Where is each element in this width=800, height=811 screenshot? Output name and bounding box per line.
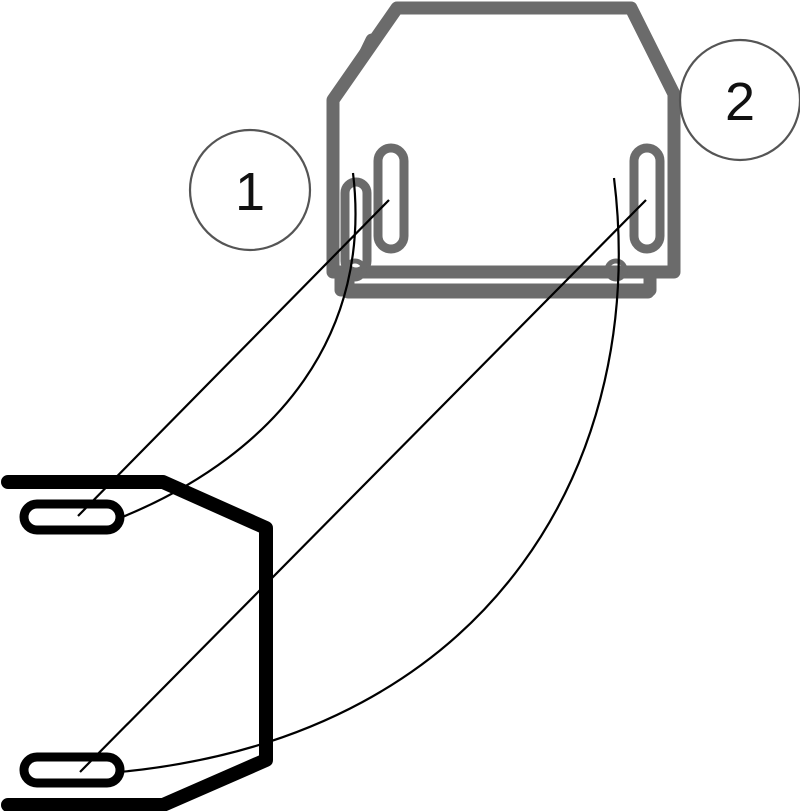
callout-1-circle[interactable] [188, 128, 312, 252]
callout-2-circle[interactable] [678, 38, 800, 162]
callout-2-label: 2 [725, 72, 755, 132]
lower-black-part[interactable] [1, 475, 273, 811]
slot-upper-right[interactable] [629, 143, 665, 254]
leader-line-2-curved [119, 177, 620, 774]
callout-1-label: 1 [235, 162, 265, 222]
leader-line-1-straight [77, 199, 390, 517]
slot-upper-left[interactable] [373, 143, 409, 254]
upper-part-outline [326, 1, 681, 279]
leader-lines-group [77, 172, 647, 774]
boss-left-icon [343, 258, 367, 282]
callout-2[interactable]: 2 [678, 38, 800, 162]
callout-1[interactable]: 1 [188, 128, 312, 252]
boss-right-icon [604, 258, 628, 282]
lower-part-outline [1, 475, 273, 811]
slot-lower-bottom[interactable] [19, 752, 125, 788]
leader-line-1-curved [119, 172, 357, 520]
upper-gray-part[interactable] [326, 1, 681, 299]
leader-line-2-straight [79, 199, 647, 773]
slot-lower-top[interactable] [19, 499, 125, 535]
